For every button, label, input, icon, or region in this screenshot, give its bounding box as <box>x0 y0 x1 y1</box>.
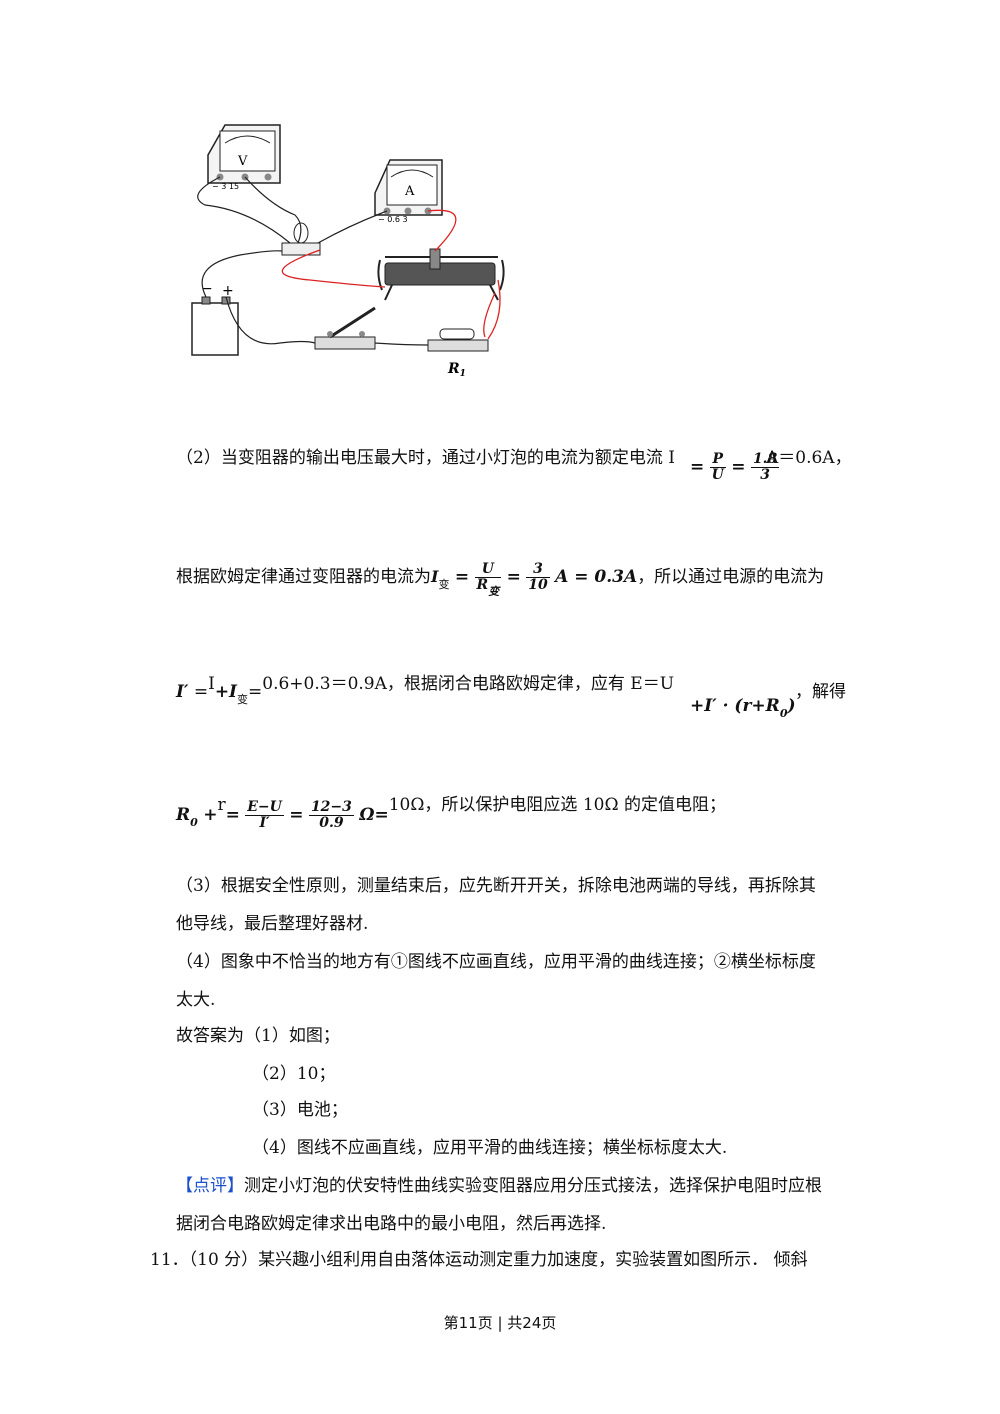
p2-text-b: A＝0.6A， <box>766 448 852 468</box>
ammeter-letter: A <box>404 184 415 199</box>
red-wires <box>281 209 501 340</box>
p2b-result: A = 0.3A <box>555 567 638 587</box>
question-11: 11．（10 分）某兴趣小组利用自由落体运动测定重力加速度，实验装置如图所示． … <box>150 1250 808 1270</box>
comment-line2: 据闭合电路欧姆定律求出电路中的最小电阻，然后再选择. <box>176 1214 607 1234</box>
resistor-label: R <box>447 361 460 377</box>
svg-text:R1: R1 <box>447 361 466 379</box>
lamp <box>281 222 321 256</box>
solution-p2: （2）当变阻器的输出电压最大时，通过小灯泡的电流为额定电流 I <box>176 446 675 470</box>
p2c-calc: 0.6+0.3＝0.9A，根据闭合电路欧姆定律，应有 E＝U <box>262 674 675 694</box>
voltmeter-terminals: − 3 15 <box>212 182 239 191</box>
resistor-r1: R1 <box>427 328 489 379</box>
battery-minus: − <box>201 281 213 297</box>
switch <box>314 306 376 350</box>
battery: − + <box>191 281 239 356</box>
ammeter-terminals: − 0.6 3 <box>378 215 408 224</box>
p2b-text-a: 根据欧姆定律通过变阻器的电流为 <box>176 567 431 587</box>
p4-line1: （4）图象中不恰当的地方有①图线不应画直线，应用平滑的曲线连接；②横坐标标度 <box>176 952 816 972</box>
ammeter: A − 0.6 3 <box>374 159 443 224</box>
p2b-text-b: ，所以通过电源的电流为 <box>637 567 825 587</box>
answer-2: （2）10； <box>252 1064 336 1084</box>
answer-intro: 故答案为（1）如图； <box>176 1026 340 1046</box>
page-footer: 第11页 | 共24页 <box>443 1314 557 1332</box>
p3-line1: （3）根据安全性原则，测量结束后，应先断开开关，拆除电池两端的导线，再拆除其 <box>176 876 816 896</box>
p2d-text: 10Ω，所以保护电阻应选 10Ω 的定值电阻； <box>388 795 726 815</box>
rheostat <box>377 248 505 301</box>
comment-tag: 【点评】 <box>176 1176 244 1196</box>
black-wires <box>197 176 429 346</box>
p3-line2: 他导线，最后整理好器材. <box>176 914 369 934</box>
voltmeter-letter: V <box>237 154 248 169</box>
p2-text-a: （2）当变阻器的输出电压最大时，通过小灯泡的电流为额定电流 I <box>176 448 675 468</box>
comment-line1: 【点评】测定小灯泡的伏安特性曲线实验变阻器应用分压式接法，选择保护电阻时应根 <box>176 1176 822 1196</box>
p2c-tail: +I′ · (r+R0) <box>690 696 796 720</box>
battery-plus: + <box>222 283 234 299</box>
answer-4: （4）图线不应画直线，应用平滑的曲线连接；横坐标标度太大. <box>252 1138 728 1158</box>
p4-line2: 太大. <box>176 990 216 1010</box>
resistor-sub: 1 <box>460 369 466 379</box>
p2c-line: I′ =I+I变=0.6+0.3＝0.9A，根据闭合电路欧姆定律，应有 E＝U <box>176 674 675 706</box>
p2c-tail-text: ，解得 <box>795 682 846 702</box>
circuit-figure: V − 3 15 A − 0.6 3 − + <box>191 124 505 379</box>
answer-3: （3）电池； <box>252 1100 348 1120</box>
voltmeter: V − 3 15 <box>207 124 281 191</box>
